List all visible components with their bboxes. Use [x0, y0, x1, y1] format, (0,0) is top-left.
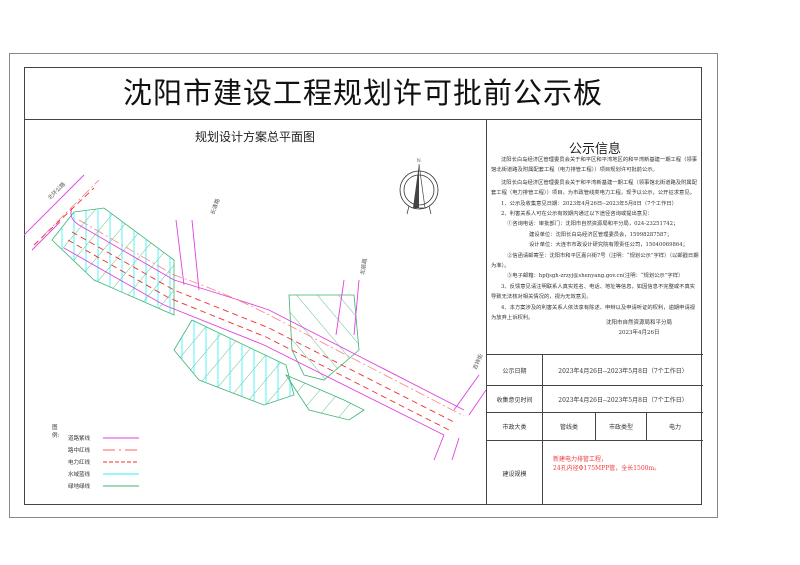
info-text: 沈阳长白岛经济区管理委员会关于和平区和平湾地区的和平湾新基建一期工程（领事馆北街…: [491, 155, 699, 324]
outer-frame: [9, 53, 718, 518]
info-phone: 建设单位：沈阳长白岛经济区管理委员会，15998287587；: [529, 231, 673, 238]
info-title: 公示信息: [568, 142, 621, 157]
scale-line: 24孔内径Φ175MPP管，全长1500m。: [553, 465, 661, 472]
info-item: 3、反馈意见请注明联系人真实姓名、电话、地址等信息，如因信息不完整或不真实导致无…: [491, 283, 696, 301]
road-label: 北辰路: [358, 257, 369, 275]
north-arrow-icon: N: [399, 158, 439, 215]
info-panel: 公示信息 沈阳长白岛经济区管理委员会关于和平区和平湾地区的和平湾新基建一期工程（…: [486, 120, 703, 505]
row-collect: 收集意见时间 2023年4月26日--2023年5月8日（7个工作日）: [487, 385, 703, 412]
info-para: 沈阳长白岛经济区管理委员会关于和平区和平湾地区的和平湾新基建一期工程（领事馆北街…: [491, 157, 697, 174]
site-plan-map: 北环公路 长清路 北辰路 吉祥街 N: [24, 158, 486, 461]
scale-label: 建设规模: [487, 441, 543, 505]
legend-label: 电力红线: [68, 460, 91, 466]
road-label: 长清路: [208, 197, 221, 216]
category-label: 市政大类: [487, 413, 543, 440]
signature: 沈阳市自然资源局和平分局 2023年4月26日: [599, 318, 679, 338]
row-scale: 建设规模 新建电力排管工程， 24孔内径Φ175MPP管，全长1500m。: [487, 440, 703, 505]
board-title: 沈阳市建设工程规划许可批前公示板: [24, 67, 702, 120]
info-para: 沈阳长白岛经济区管理委员会关于和平湾新基建一期工程（领事馆北街道路及附属配套工程…: [491, 179, 697, 197]
info-phone: ①咨询电话：审批部门：沈阳市自然资源局和平分局，024-23251742；: [507, 221, 679, 228]
map-title: 规划设计方案总平面图: [194, 130, 315, 144]
scale-value: 新建电力排管工程， 24孔内径Φ175MPP管，全长1500m。: [553, 455, 660, 473]
legend-item: 电力红线: [68, 458, 198, 468]
info-item: 2、利害关系人可在公示有效期内通过以下途径咨询或提出意见：: [501, 211, 653, 218]
type-label: 市政类型: [595, 413, 646, 440]
legend-label: 绿地绿线: [68, 484, 91, 490]
legend-label: 路中红线: [68, 448, 91, 454]
collect-label: 收集意见时间: [487, 386, 543, 412]
water-area: [52, 208, 174, 315]
legend-item: 绿地绿线: [68, 482, 198, 492]
type-value: 电力: [646, 413, 703, 440]
green-area: [288, 294, 360, 381]
north-label: N: [417, 158, 422, 164]
legend-item: 路中红线: [68, 446, 198, 456]
row-period: 公示日期 2023年4月26日--2023年5月8日（7个工作日）: [487, 354, 703, 385]
board-frame: [24, 67, 702, 505]
legend-item: 道路紫线: [68, 434, 198, 444]
road-label: 北环公路: [46, 180, 68, 202]
collect-value: 2023年4月26日--2023年5月8日（7个工作日）: [558, 396, 688, 404]
legend-label: 水域蓝线: [68, 472, 91, 478]
info-item: 1、公示及收集意见日期：2023年4月26日--2023年5月8日（7个工作日）: [501, 200, 677, 207]
legend-title: 图例:: [52, 425, 60, 439]
legend-item: 水域蓝线: [68, 470, 198, 480]
info-item: 4、本方案涉及的利害关系人依法享有陈述、申辩以及申请听证的权利，逾期申请视为放弃…: [491, 304, 696, 322]
road-label: 吉祥街: [471, 352, 485, 371]
info-email[interactable]: ③电子邮箱：hpfjsgh-zrzyj@shenyang.gov.cn(注明：“…: [507, 273, 684, 280]
scale-line: 新建电力排管工程，: [553, 456, 608, 463]
info-phone: 设计单位：大连市市政设计研究院有限责任公司，15040069864；: [529, 242, 688, 249]
legend-label: 道路紫线: [68, 436, 91, 442]
signer: 沈阳市自然资源局和平分局: [605, 320, 672, 326]
period-label: 公示日期: [487, 355, 543, 385]
water-area: [174, 320, 294, 405]
category-value: 管线类: [559, 424, 578, 431]
map-panel: 规划设计方案总平面图 北环公路 长清路 北辰路 吉祥街: [24, 120, 486, 505]
info-mail: ②信函请邮寄至：沈阳市和平区嘉兴街7号（注明：“规划公示”字样）（以邮戳日期为准…: [491, 252, 699, 270]
green-area: [284, 374, 365, 421]
period-value: 2023年4月26日--2023年5月8日（7个工作日）: [558, 367, 688, 375]
sign-date: 2023年4月26日: [618, 330, 660, 336]
row-category: 市政大类 管线类 市政类型 电力: [487, 412, 703, 440]
